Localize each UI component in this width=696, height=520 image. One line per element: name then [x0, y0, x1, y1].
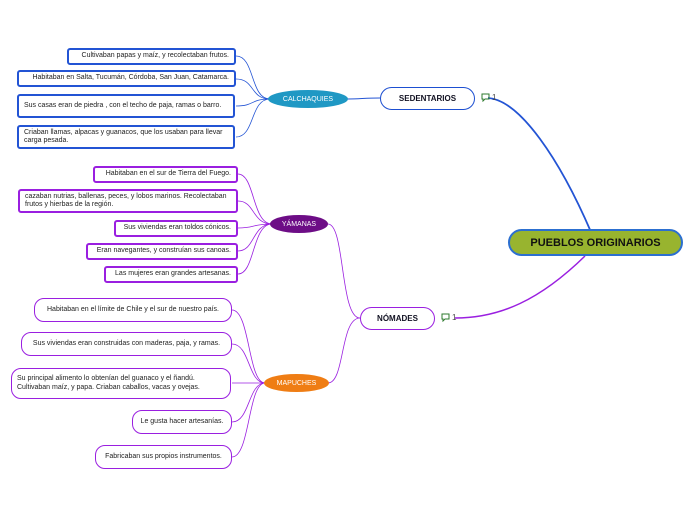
mapuches-node[interactable]: MAPUCHES — [264, 374, 329, 392]
mapuches-item-3[interactable]: Su principal alimento lo obtenían del gu… — [11, 368, 231, 399]
yamanas-item-2[interactable]: cazaban nutrias, ballenas, peces, y lobo… — [18, 189, 238, 213]
yamanas-item-1[interactable]: Habitaban en el sur de Tierra del Fuego. — [93, 166, 238, 183]
calchaquies-item-2[interactable]: Habitaban en Salta, Tucumán, Córdoba, Sa… — [17, 70, 236, 87]
edge-central-nomades — [454, 255, 586, 319]
note-count: 1 — [452, 313, 457, 322]
mapuches-item-5[interactable]: Fabricaban sus propios instrumentos. — [95, 445, 232, 469]
mapuches-item-4[interactable]: Le gusta hacer artesanías. — [132, 410, 232, 434]
edge-sed-calch — [347, 97, 381, 100]
note-count: 1 — [492, 93, 497, 102]
comment-icon — [481, 93, 490, 102]
yamanas-item-4[interactable]: Eran navegantes, y construían sus canoas… — [86, 243, 238, 260]
sedentarios-note[interactable]: 1 — [481, 93, 496, 102]
mapuches-item-1[interactable]: Habitaban en el límite de Chile y el sur… — [34, 298, 232, 322]
calchaquies-item-1[interactable]: Cultivaban papas y maíz, y recolectaban … — [67, 48, 236, 65]
calchaquies-item-3[interactable]: Sus casas eran de piedra , con el techo … — [17, 94, 235, 118]
yamanas-item-5[interactable]: Las mujeres eran grandes artesanas. — [104, 266, 238, 283]
yamanas-node[interactable]: YÁMANAS — [270, 215, 328, 233]
comment-icon — [441, 313, 450, 322]
calchaquies-item-4[interactable]: Criaban llamas, alpacas y guanacos, que … — [17, 125, 235, 149]
edge-nom-map — [327, 317, 361, 384]
mapuches-item-2[interactable]: Sus viviendas eran construidas con mader… — [21, 332, 232, 356]
edge-central-sedentarios — [487, 97, 592, 233]
central-topic[interactable]: PUEBLOS ORIGINARIOS — [508, 229, 683, 256]
nomades-note[interactable]: 1 — [441, 313, 456, 322]
edge-nom-yam — [327, 223, 361, 319]
calchaquies-node[interactable]: CALCHAQUIES — [268, 90, 348, 108]
nomades-node[interactable]: NÓMADES — [360, 307, 435, 330]
yamanas-item-3[interactable]: Sus viviendas eran toldos cónicos. — [114, 220, 238, 237]
sedentarios-node[interactable]: SEDENTARIOS — [380, 87, 475, 110]
